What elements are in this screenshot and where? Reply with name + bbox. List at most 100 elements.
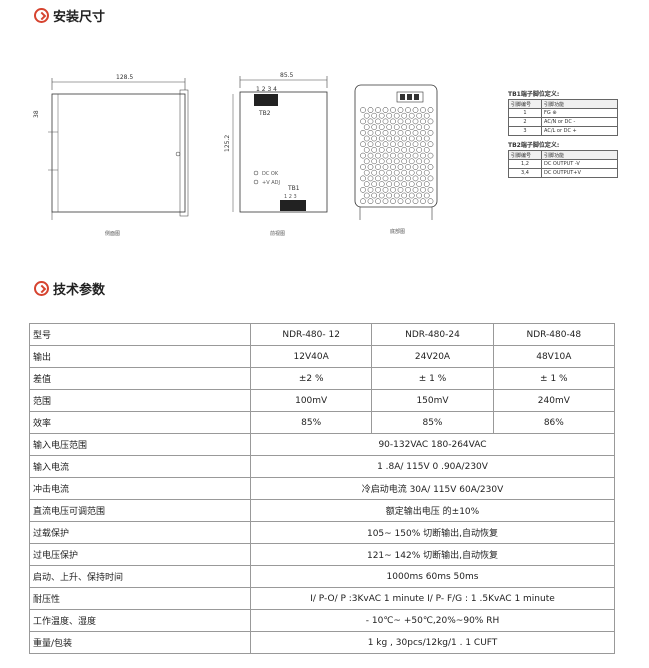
spec-row: 冲击电流冷启动电流 30A/ 115V 60A/230V (29, 477, 615, 500)
vent-hole (397, 164, 404, 170)
vent-hole (405, 175, 411, 182)
vent-hole (408, 112, 415, 119)
ventilation-holes (360, 107, 434, 205)
vent-hole (420, 164, 426, 170)
install-section-header: 安装尺寸 (34, 6, 105, 25)
spec-value: 85% (249, 411, 373, 434)
tb1-label: TB1 (287, 185, 300, 192)
vent-hole (390, 198, 396, 205)
vent-hole (393, 147, 400, 153)
vent-hole (393, 192, 400, 199)
vent-hole (393, 181, 400, 187)
bottom-view-caption: 底部图 (390, 228, 405, 235)
vent-hole (382, 129, 389, 136)
spec-value: 冷启动电流 30A/ 115V 60A/230V (250, 477, 615, 500)
vent-hole (401, 124, 408, 130)
vent-hole (408, 124, 415, 130)
spec-label: 工作温度、湿度 (29, 609, 251, 632)
vent-hole (427, 141, 434, 148)
vent-hole (360, 129, 366, 136)
tb2-pin-table-title: TB2端子脚位定义: (508, 142, 560, 149)
tb2-pin-function: DC OUTPUT+V (541, 168, 618, 178)
vent-hole (363, 124, 370, 130)
spec-value: 12V40A (249, 345, 373, 368)
spec-value: 90-132VAC 180-264VAC (250, 433, 615, 456)
side-view-caption: 侧面图 (105, 230, 120, 237)
vent-hole (371, 169, 378, 176)
vent-hole (393, 135, 400, 142)
spec-value: - 10℃~ +50℃,20%~90% RH (250, 609, 615, 632)
spec-label: 过电压保护 (29, 543, 251, 566)
install-section-title: 安装尺寸 (53, 10, 106, 25)
spec-value: 1 .8A/ 115V 0 .90A/230V (250, 455, 615, 478)
vent-hole (367, 198, 374, 205)
vent-hole (393, 158, 400, 165)
vent-hole (382, 186, 389, 193)
vent-hole (386, 124, 393, 130)
chevron-right-circle-icon (34, 281, 49, 296)
vent-hole (363, 169, 370, 176)
vent-hole (375, 141, 381, 148)
vent-hole (371, 135, 378, 142)
spec-label: 冲击电流 (29, 477, 251, 500)
spec-value: ±2 % (249, 367, 373, 390)
vent-hole (363, 112, 370, 119)
tb1-pin-table: 引脚编号 引脚功能 1 FG ⊕ 2 AC/N or DC - 3 AC/L o… (508, 99, 618, 136)
vent-hole (386, 181, 393, 187)
spec-value: 240mV (492, 389, 616, 412)
vent-hole (427, 186, 434, 193)
tb1-pin-function: AC/L or DC + (541, 126, 618, 136)
spec-value: I/ P-O/ P :3KvAC 1 minute I/ P- F/G : 1 … (250, 587, 615, 610)
vent-hole (423, 181, 430, 187)
vent-hole (386, 158, 393, 165)
tb2-pin-number: 3,4 (508, 168, 542, 178)
vent-hole (378, 181, 385, 187)
vent-hole (397, 198, 404, 205)
vent-hole (412, 175, 419, 182)
vent-hole (420, 107, 426, 113)
vent-hole (371, 181, 378, 187)
front-width-dim: 85.5 (280, 72, 294, 79)
tb1-row: 2 AC/N or DC - (508, 117, 618, 127)
vent-hole (363, 192, 370, 199)
vent-hole (363, 181, 370, 187)
spec-value: 额定输出电压 的±10% (250, 499, 615, 522)
vent-hole (378, 135, 385, 142)
vent-hole (367, 107, 374, 113)
vent-hole (363, 158, 370, 165)
vent-hole (386, 192, 393, 199)
vent-hole (360, 141, 366, 148)
vent-hole (386, 135, 393, 142)
vent-hole (408, 147, 415, 153)
vent-hole (375, 152, 381, 159)
vent-hole (371, 192, 378, 199)
vent-hole (367, 118, 374, 125)
vent-hole (397, 175, 404, 182)
vent-hole (378, 147, 385, 153)
vent-hole (420, 198, 426, 205)
vent-hole (371, 124, 378, 130)
vent-hole (401, 147, 408, 153)
vent-hole (382, 152, 389, 159)
spec-value: ± 1 % (371, 367, 494, 390)
tb2-pin-numbers: 1 2 3 4 (256, 86, 277, 93)
vent-hole (360, 152, 366, 159)
vent-hole (427, 152, 434, 159)
tb1-row: 1 FG ⊕ (508, 108, 618, 118)
vent-hole (420, 175, 426, 182)
vent-hole (390, 175, 396, 182)
vent-hole (416, 147, 423, 153)
vent-hole (393, 112, 400, 119)
vent-hole (416, 124, 423, 130)
vent-hole (386, 147, 393, 153)
vent-hole (401, 169, 408, 176)
vent-hole (360, 198, 366, 205)
side-view-drawing: 128.5 38 侧面图 (33, 74, 189, 237)
vent-hole (420, 118, 426, 125)
vent-hole (401, 135, 408, 142)
